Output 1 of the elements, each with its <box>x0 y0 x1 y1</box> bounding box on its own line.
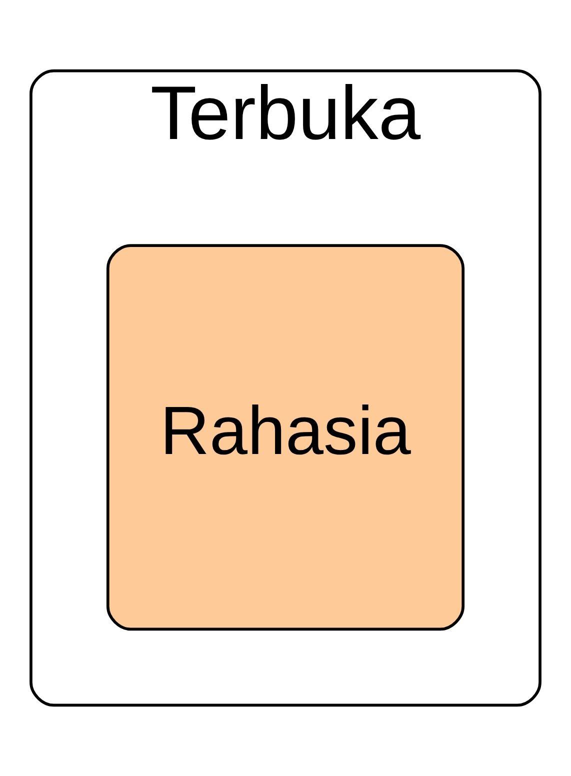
node-box: Rahasia <box>106 244 465 631</box>
